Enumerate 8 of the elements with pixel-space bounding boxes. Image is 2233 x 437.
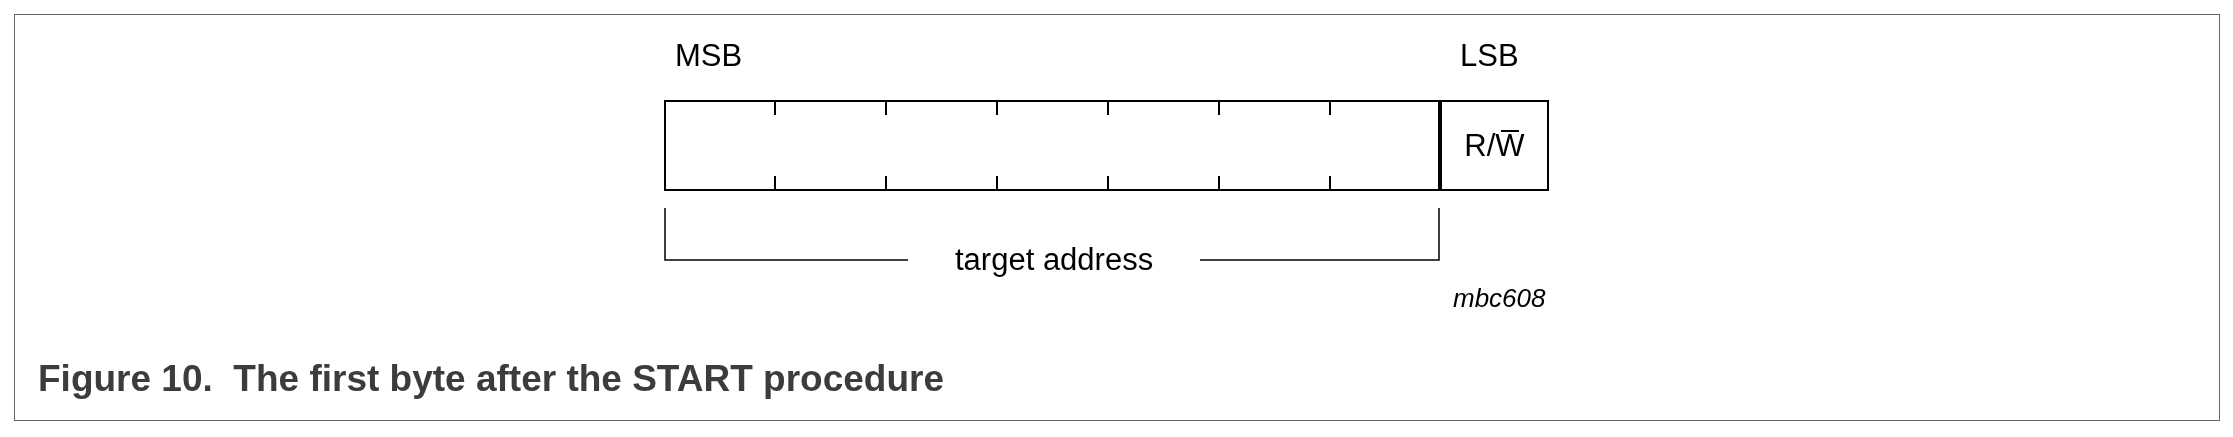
bit-field-box bbox=[664, 100, 1440, 191]
figure-caption: Figure 10. The first byte after the START procedure bbox=[38, 358, 944, 400]
figure-code: mbc608 bbox=[1453, 283, 1546, 314]
bit-order-label: MSB bbox=[675, 38, 743, 74]
bit-label: R/W̅ bbox=[1464, 127, 1525, 164]
bit-cell bbox=[1440, 100, 1549, 191]
bit-order-label: LSB bbox=[1460, 38, 1519, 74]
bracket-label: target address bbox=[955, 242, 1154, 278]
